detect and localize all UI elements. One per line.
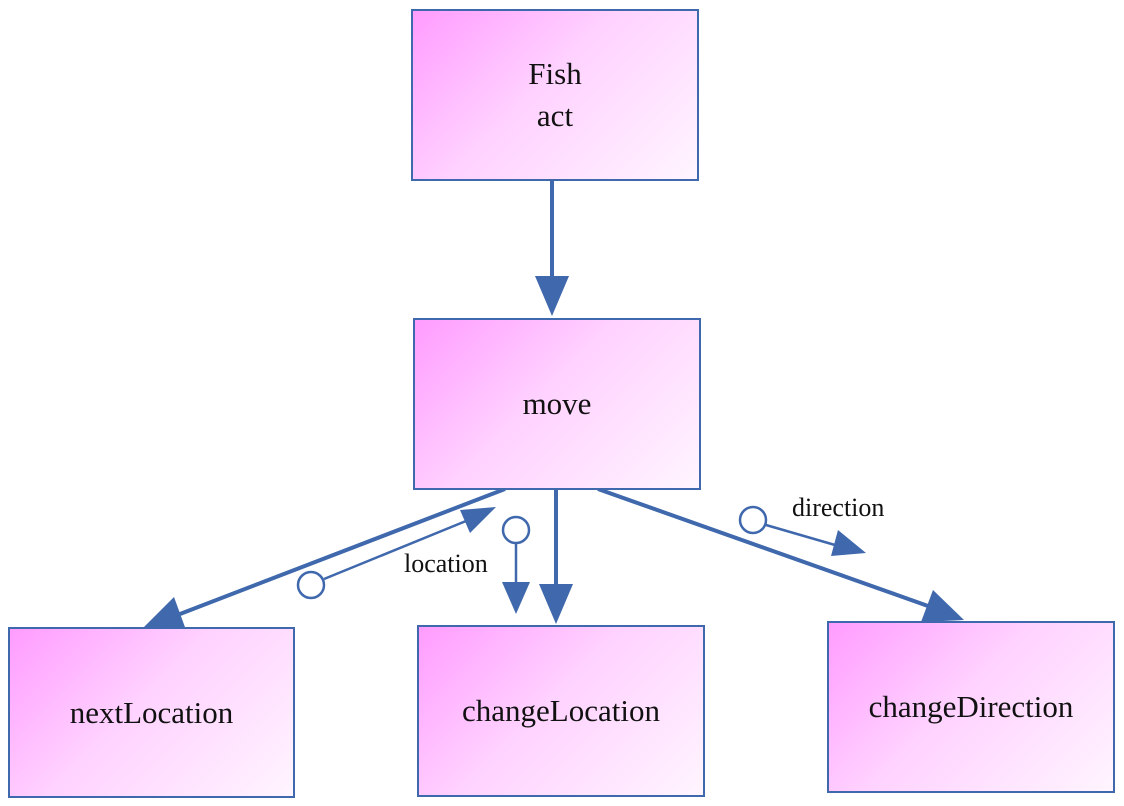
node-change-direction: changeDirection <box>827 621 1115 793</box>
node-change-location: changeLocation <box>417 625 705 797</box>
node-next-location: nextLocation <box>8 627 295 798</box>
couple-direction-circle <box>738 505 768 535</box>
arrowhead-move-to-change-location <box>539 584 573 624</box>
node-change-location-label: changeLocation <box>462 693 660 728</box>
node-change-direction-label: changeDirection <box>868 689 1074 724</box>
couple-location-circle <box>296 570 326 600</box>
couple-location-line <box>323 519 467 581</box>
node-fish-act: Fish act <box>411 9 699 181</box>
edge-move-to-change-direction <box>597 487 929 608</box>
node-fish-act-line-2: act <box>536 98 574 133</box>
couple-direction-arrowhead <box>831 530 866 556</box>
edge-move-to-next-location <box>179 487 506 616</box>
couple-change-location-arrowhead <box>502 582 530 614</box>
couple-change-location-circle <box>501 515 531 545</box>
node-fish-act-line-1: Fish <box>528 56 582 91</box>
arrowhead-move-to-change-direction <box>921 590 964 622</box>
arrowhead-fish-to-move <box>535 276 569 316</box>
couple-location-arrowhead <box>460 507 496 533</box>
node-next-location-label: nextLocation <box>69 694 234 730</box>
node-move-label: move <box>522 386 592 421</box>
arrowhead-move-to-next-location <box>143 597 186 630</box>
couple-location-label: location <box>404 549 488 578</box>
couple-direction-label: direction <box>792 493 885 522</box>
node-move: move <box>413 318 701 490</box>
couple-direction-line <box>765 523 836 547</box>
